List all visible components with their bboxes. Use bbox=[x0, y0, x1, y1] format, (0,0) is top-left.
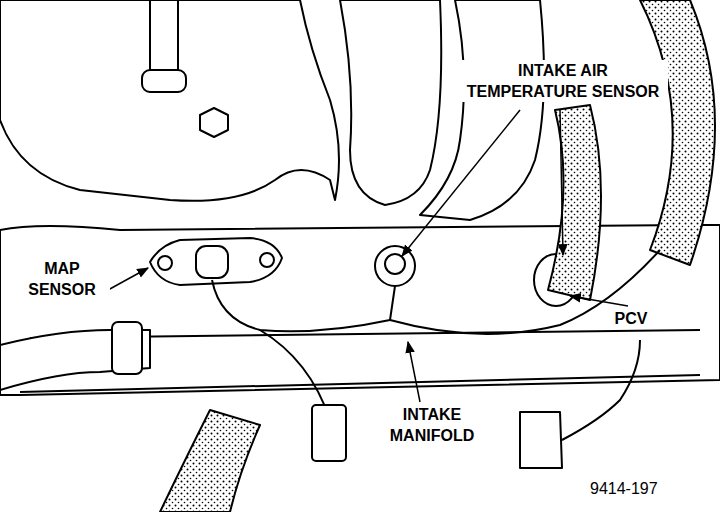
leader-line bbox=[408, 342, 420, 402]
hose-clamp bbox=[112, 322, 142, 374]
pcv-hose bbox=[548, 105, 601, 300]
sensor-connector bbox=[196, 246, 228, 278]
leader-line bbox=[108, 268, 148, 290]
pipe-fitting bbox=[142, 70, 186, 92]
wire-harness bbox=[390, 250, 660, 334]
harness-connector bbox=[520, 412, 562, 468]
bolt bbox=[200, 108, 228, 137]
leader-line bbox=[560, 110, 563, 255]
air-hose bbox=[640, 0, 715, 265]
manifold-runner bbox=[0, 0, 339, 201]
bolt bbox=[158, 256, 172, 270]
part-label: MAP SENSOR bbox=[14, 258, 110, 300]
part-label: INTAKE MANIFOLD bbox=[378, 404, 486, 446]
coolant-hose bbox=[160, 410, 260, 512]
wire-harness bbox=[212, 280, 395, 331]
part-label: PCV bbox=[604, 308, 658, 329]
iat-connector bbox=[385, 254, 405, 274]
leader-line bbox=[402, 110, 520, 256]
lower-manifold bbox=[0, 225, 720, 395]
iat-sensor bbox=[375, 246, 415, 286]
manifold-runner bbox=[420, 0, 544, 220]
leader-line bbox=[570, 296, 628, 306]
wire-harness bbox=[562, 340, 640, 440]
harness-connector bbox=[312, 405, 346, 461]
bolt bbox=[260, 253, 274, 267]
figure-number: 9414-197 bbox=[588, 478, 702, 499]
map-sensor bbox=[150, 238, 282, 285]
manifold-edge bbox=[20, 375, 700, 392]
manifold-runner bbox=[340, 0, 441, 205]
part-label: INTAKE AIR TEMPERATURE SENSOR bbox=[458, 60, 668, 102]
